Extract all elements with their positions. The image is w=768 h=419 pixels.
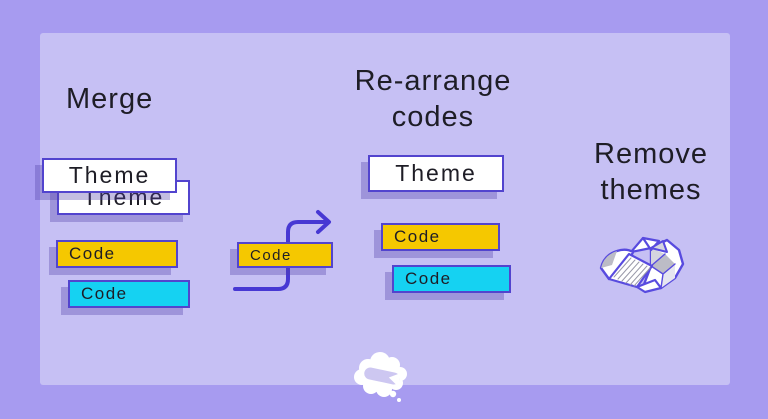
remove-title-line1: Remove (594, 138, 708, 170)
merge-title: Merge (66, 83, 154, 115)
merge-code-cyan-label: Code (81, 284, 128, 303)
rearrange-theme-box: Theme (368, 155, 504, 192)
crumpled-paper-icon (599, 236, 685, 294)
remove-title-line2: themes (600, 174, 702, 206)
transfer-code-label: Code (250, 246, 292, 264)
merge-code-yellow-label: Code (69, 244, 116, 263)
rearrange-code-yellow: Code (381, 223, 500, 251)
rearrange-theme-label: Theme (395, 160, 477, 186)
rearrange-code-yellow-label: Code (394, 227, 441, 246)
merge-code-cyan: Code (68, 280, 190, 308)
remove-title: Remove themes (570, 136, 732, 208)
rearrange-code-cyan-label: Code (405, 269, 452, 288)
thought-bubble-logo-icon (354, 352, 407, 402)
theme-box-front: Theme (42, 158, 177, 193)
transfer-code-box: Code (237, 242, 333, 268)
theme-box-front-label: Theme (68, 162, 151, 188)
merge-code-yellow: Code (56, 240, 178, 268)
rearrange-title: Re-arrange codes (338, 63, 528, 135)
rearrange-title-line2: codes (391, 101, 475, 133)
rearrange-code-cyan: Code (392, 265, 511, 293)
rearrange-title-line1: Re-arrange (354, 65, 512, 97)
